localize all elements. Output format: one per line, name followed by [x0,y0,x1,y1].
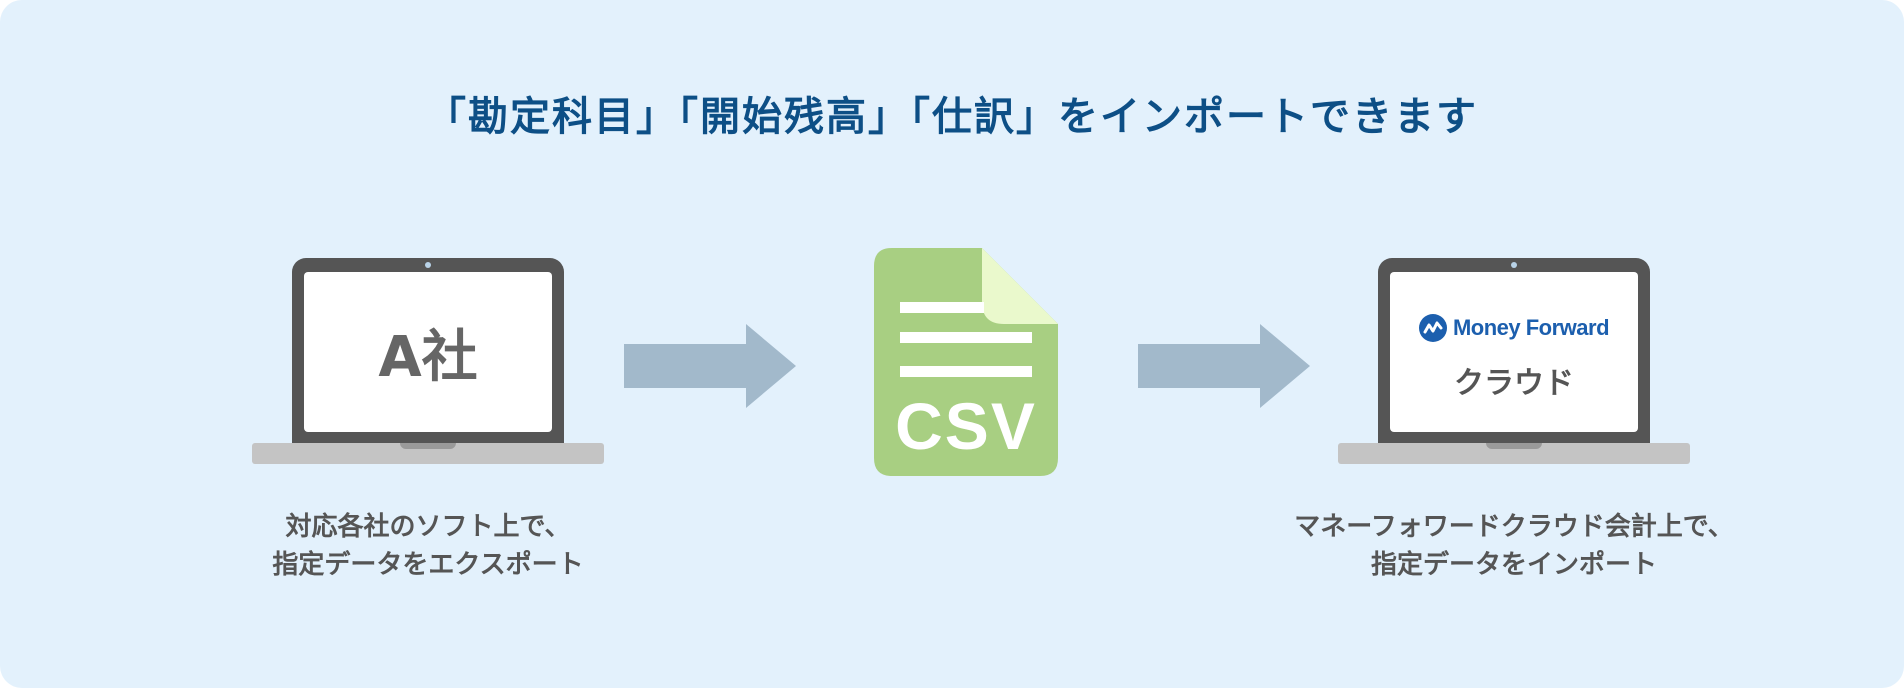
camera-icon [1511,262,1517,268]
source-caption: 対応各社のソフト上で、 指定データをエクスポート [178,508,678,584]
laptop-screen: A社 [304,272,552,432]
target-caption: マネーフォワードクラウド会計上で、 指定データをインポート [1244,508,1784,584]
csv-file-icon: CSV [874,248,1058,476]
money-forward-logo: Money Forward [1390,314,1638,342]
laptop-base [252,443,604,464]
arrow-right-icon [1138,324,1310,408]
target-caption-line1: マネーフォワードクラウド会計上で、 [1294,512,1734,542]
camera-icon [425,262,431,268]
target-laptop-icon: Money Forward クラウド [1338,258,1690,468]
laptop-lid: A社 [292,258,564,444]
arrow-right-icon [624,324,796,408]
laptop-lid: Money Forward クラウド [1378,258,1650,444]
target-caption-line2: 指定データをインポート [1370,550,1657,580]
source-caption-line2: 指定データをエクスポート [272,550,584,580]
cloud-label: クラウド [1454,366,1574,401]
source-caption-line1: 対応各社のソフト上で、 [285,512,571,542]
page-title: 「勘定科目」「開始残高」「仕訳」をインポートできます [426,94,1478,140]
money-forward-logo-text: Money Forward [1452,315,1610,340]
source-laptop-icon: A社 [252,258,604,468]
source-company-label: A社 [378,324,478,390]
laptop-base [1338,443,1690,464]
laptop-notch [1486,443,1542,449]
laptop-screen: Money Forward クラウド [1390,272,1638,432]
laptop-notch [400,443,456,449]
csv-label: CSV [895,389,1037,463]
money-forward-logo-icon [1418,314,1447,342]
